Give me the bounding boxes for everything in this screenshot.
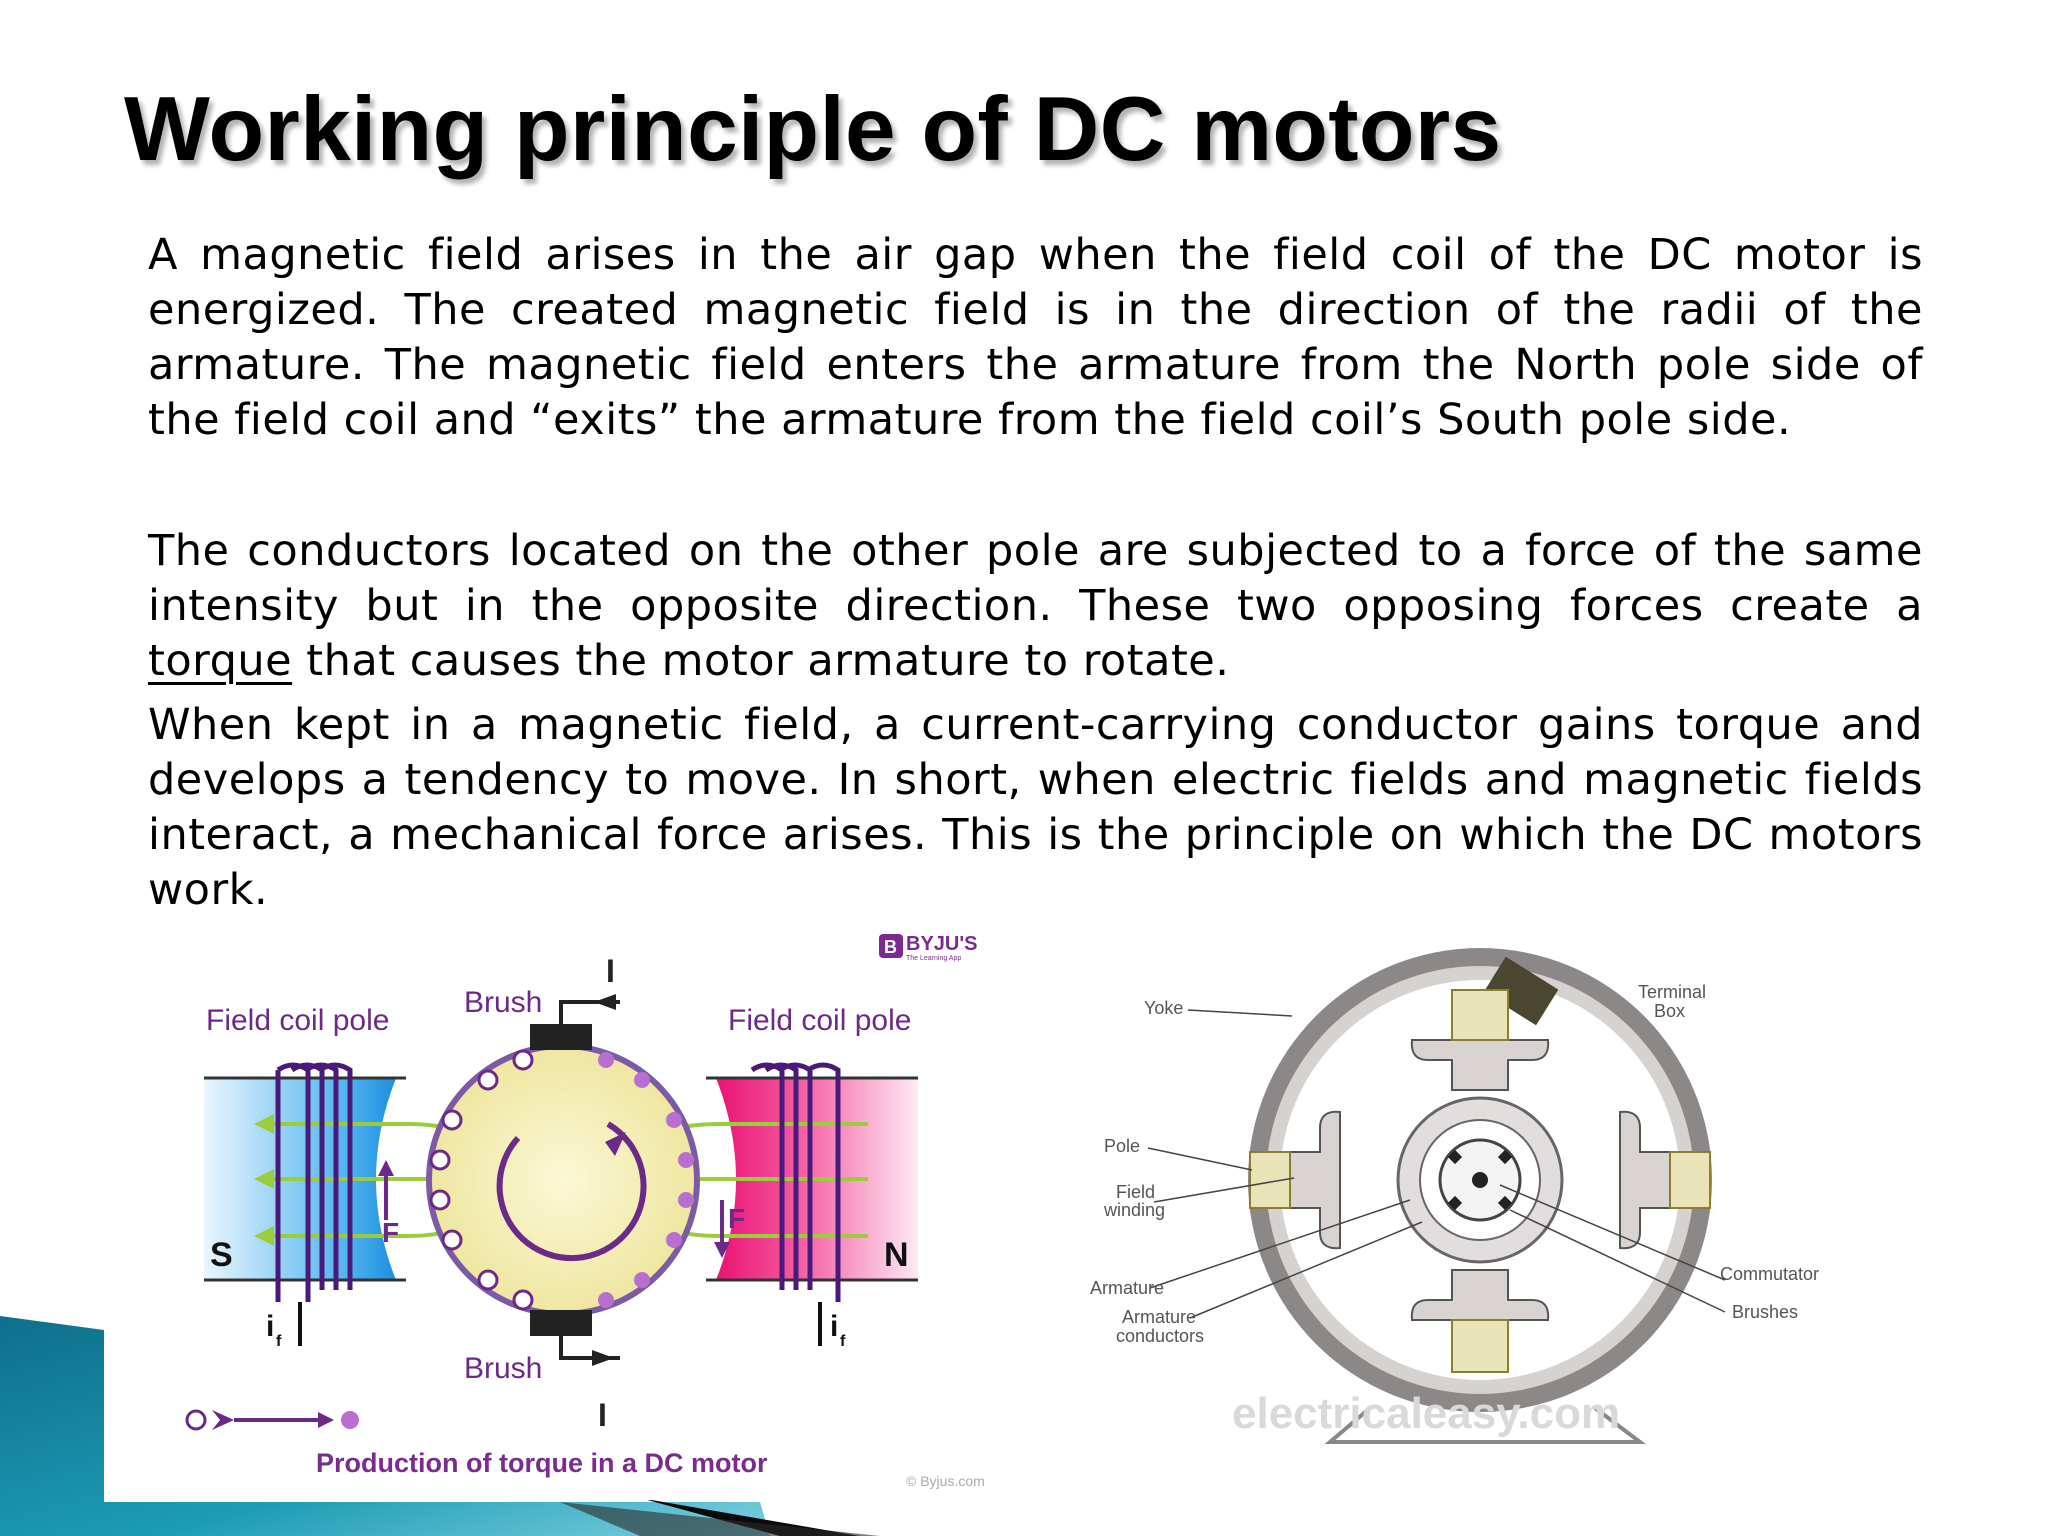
north-pole-label: N: [884, 1236, 909, 1274]
force-left-label: F: [382, 1217, 399, 1248]
watermark: electricaleasy.com: [1232, 1389, 1620, 1438]
pole-label-right: Field coil pole: [728, 1004, 911, 1037]
pole-label-left: Field coil pole: [206, 1004, 389, 1037]
paragraph-conductor-force: The conductors located on the other pole…: [148, 524, 1923, 689]
label-commutator: Commutator: [1720, 1264, 1819, 1284]
slide-title: Working principle of DC motors: [124, 79, 1502, 180]
south-pole-label: S: [210, 1236, 233, 1274]
current-top-label: I: [606, 953, 615, 989]
label-brushes: Brushes: [1732, 1302, 1798, 1322]
paragraph-text: that causes the motor armature to rotate…: [292, 636, 1230, 686]
field-current-left-subscript: f: [276, 1333, 282, 1350]
brush-bottom-label: Brush: [464, 1352, 542, 1385]
label-armature-conductors-1: Armature: [1122, 1307, 1196, 1327]
field-current-left: i: [266, 1310, 274, 1343]
paragraph-text: The conductors located on the other pole…: [148, 526, 1923, 631]
byjus-logo-icon: [879, 934, 903, 958]
diagram-caption: Production of torque in a DC motor: [316, 1448, 768, 1478]
label-pole: Pole: [1104, 1136, 1140, 1156]
label-yoke: Yoke: [1144, 998, 1183, 1018]
label-field-winding-1: Field: [1116, 1182, 1155, 1202]
force-right-label: F: [728, 1203, 745, 1234]
label-armature: Armature: [1090, 1278, 1164, 1298]
torque-diagram: B BYJU'S The Learning App Field coil pol…: [168, 910, 998, 1500]
logo-text: BYJU'S: [906, 933, 977, 955]
label-terminal-box-1: Terminal: [1638, 982, 1706, 1002]
torque-link[interactable]: torque: [148, 636, 293, 686]
label-field-winding-2: winding: [1103, 1200, 1165, 1220]
logo-tagline: The Learning App: [906, 955, 961, 962]
motor-construction-diagram: Yoke Terminal Box Pole Field winding Arm…: [1080, 930, 1860, 1450]
label-terminal-box-2: Box: [1654, 1001, 1685, 1021]
current-bottom-label: I: [598, 1397, 607, 1433]
legend-symbol: [185, 1409, 359, 1431]
label-armature-conductors-2: conductors: [1116, 1326, 1204, 1346]
slide-decoration: [0, 1316, 880, 1536]
paragraph-principle: When kept in a magnetic field, a current…: [148, 700, 1923, 915]
svg-text:B: B: [884, 937, 897, 957]
diagram-credit: © Byjus.com: [906, 1473, 985, 1489]
brush-top-label: Brush: [464, 986, 542, 1019]
paragraph-magnetic-field: A magnetic field arises in the air gap w…: [148, 230, 1923, 445]
field-current-right-subscript: f: [840, 1333, 846, 1350]
field-current-right: i: [830, 1310, 838, 1343]
